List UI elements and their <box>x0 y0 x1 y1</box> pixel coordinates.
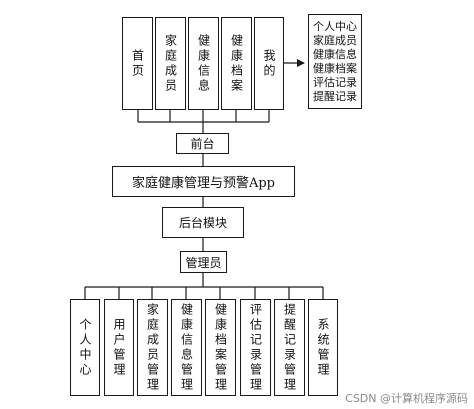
submenu-item: 评估记录 <box>313 75 357 89</box>
system-title-label: 家庭健康管理与预警App <box>131 176 276 191</box>
submenu-item: 健康档案 <box>313 61 357 75</box>
frontend-node: 前台 <box>176 133 229 154</box>
menu-mine: 我的 <box>254 17 284 110</box>
menu-family-members: 家庭成员 <box>155 17 186 110</box>
admin-menu-label: 健康信息管理 <box>179 302 194 393</box>
system-title-node: 家庭健康管理与预警App <box>112 166 295 197</box>
menu-home: 首页 <box>122 17 153 110</box>
admin-menu-assessment-records: 评估记录管理 <box>240 299 271 396</box>
admin-menu-health-info: 健康信息管理 <box>171 299 202 396</box>
backend-node-label: 后台模块 <box>178 216 227 230</box>
menu-health-records: 健康档案 <box>221 17 252 110</box>
submenu-item: 家庭成员 <box>313 33 357 47</box>
menu-health-info: 健康信息 <box>188 17 219 110</box>
menu-mine-label: 我的 <box>262 48 276 79</box>
mine-submenu-box: 个人中心 家庭成员 健康信息 健康档案 评估记录 提醒记录 <box>308 14 362 109</box>
admin-menu-label: 评估记录管理 <box>248 302 263 393</box>
backend-node: 后台模块 <box>162 207 244 238</box>
submenu-item: 个人中心 <box>313 19 357 33</box>
admin-menu-label: 系统管理 <box>316 317 330 378</box>
menu-family-members-label: 家庭成员 <box>163 33 178 94</box>
menu-health-info-label: 健康信息 <box>196 33 211 94</box>
admin-node: 管理员 <box>180 251 227 273</box>
admin-menu-health-records: 健康档案管理 <box>205 299 236 396</box>
admin-node-label: 管理员 <box>185 255 222 270</box>
watermark: CSDN @计算机程序源码 <box>345 392 468 405</box>
submenu-item: 提醒记录 <box>313 89 357 103</box>
admin-menu-label: 用户管理 <box>112 317 126 378</box>
admin-menu-personal-center: 个人中心 <box>70 299 100 396</box>
admin-menu-label: 家庭成员管理 <box>145 302 160 393</box>
admin-menu-reminder-records: 提醒记录管理 <box>274 299 305 396</box>
admin-menu-user-management: 用户管理 <box>104 299 134 396</box>
menu-home-label: 首页 <box>130 48 145 79</box>
admin-menu-label: 提醒记录管理 <box>282 302 297 393</box>
submenu-item: 健康信息 <box>313 47 357 61</box>
menu-health-records-label: 健康档案 <box>229 33 244 94</box>
admin-menu-family-members: 家庭成员管理 <box>137 299 168 396</box>
admin-menu-label: 个人中心 <box>78 317 92 378</box>
admin-menu-system-management: 系统管理 <box>308 299 338 396</box>
frontend-node-label: 前台 <box>190 137 215 151</box>
admin-menu-label: 健康档案管理 <box>213 302 228 393</box>
